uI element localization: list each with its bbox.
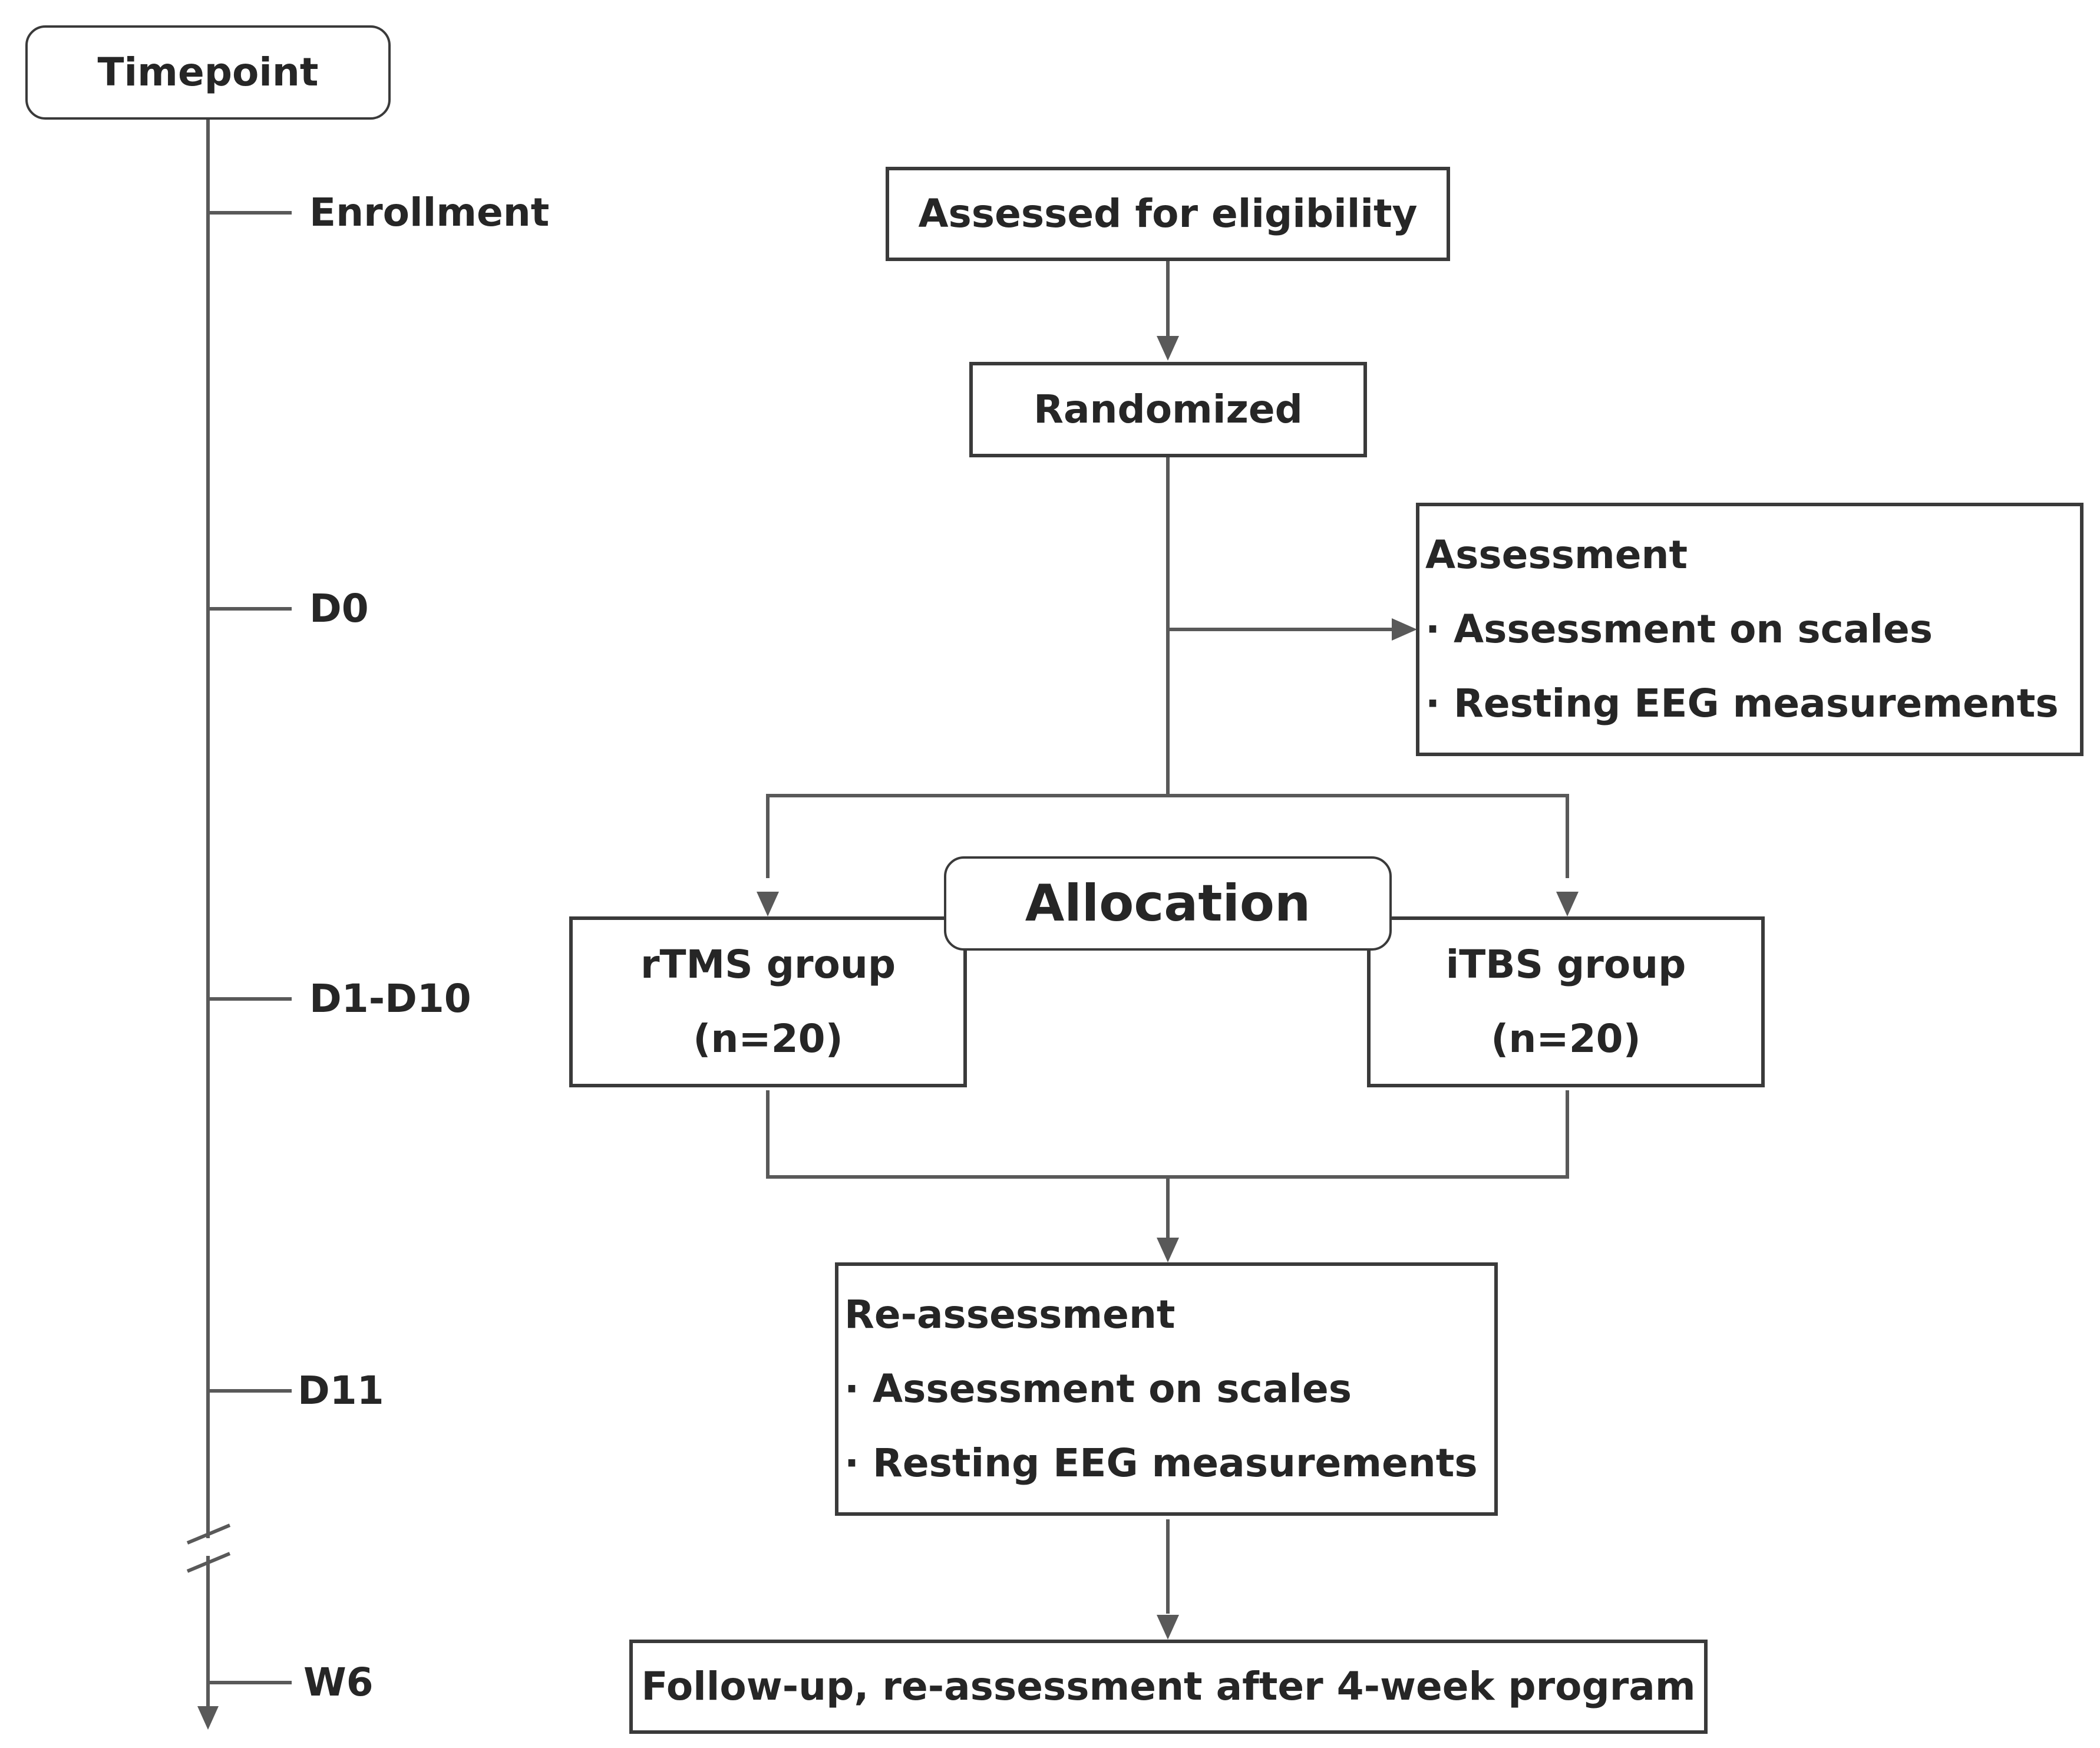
- reassessment-title: Re-assessment: [844, 1292, 1176, 1337]
- assessment-box: Assessment · Assessment on scales · Rest…: [1416, 503, 2084, 756]
- group-name-rtms: rTMS group: [640, 942, 896, 987]
- timepoint-label-d11: D11: [298, 1368, 384, 1413]
- arrowhead: [1556, 892, 1579, 916]
- allocation-label: Allocation: [1025, 874, 1311, 933]
- reassessment-item-scales: · Assessment on scales: [844, 1366, 1352, 1411]
- group-n-rtms: (n=20): [693, 1016, 843, 1061]
- randomized-label: Randomized: [1034, 387, 1303, 432]
- arrowhead: [1392, 618, 1417, 641]
- eligibility-label: Assessed for eligibility: [918, 191, 1418, 236]
- timepoint-label-d1-d10: D1-D10: [309, 976, 471, 1021]
- assessment-item-scales: · Assessment on scales: [1425, 606, 1933, 652]
- arrowhead: [1157, 336, 1179, 361]
- randomized-box: Randomized: [969, 362, 1367, 457]
- connector-merge-groups: [766, 1090, 1569, 1179]
- timepoint-label-enrollment: Enrollment: [309, 190, 550, 235]
- assessment-title: Assessment: [1425, 532, 1688, 578]
- timeline-break-mark: [186, 1552, 231, 1573]
- group-n-itbs: (n=20): [1491, 1016, 1641, 1061]
- timepoint-title: Timepoint: [97, 50, 319, 95]
- group-box-itbs: iTBS group (n=20): [1367, 916, 1765, 1087]
- arrowhead: [1157, 1615, 1179, 1640]
- allocation-box: Allocation: [944, 856, 1392, 951]
- group-name-itbs: iTBS group: [1445, 942, 1686, 987]
- timeline-break-mark: [186, 1523, 231, 1545]
- followup-box: Follow-up, re-assessment after 4-week pr…: [629, 1640, 1708, 1734]
- arrowhead: [197, 1706, 219, 1730]
- eligibility-box: Assessed for eligibility: [886, 167, 1450, 261]
- timepoint-label-w6: W6: [303, 1660, 374, 1705]
- timepoint-box: Timepoint: [25, 25, 391, 120]
- arrowhead: [757, 892, 779, 916]
- group-box-rtms: rTMS group (n=20): [569, 916, 967, 1087]
- assessment-item-eeg: · Resting EEG measurements: [1425, 681, 2059, 726]
- reassessment-item-eeg: · Resting EEG measurements: [844, 1440, 1478, 1486]
- reassessment-box: Re-assessment · Assessment on scales · R…: [835, 1262, 1498, 1516]
- arrowhead: [1157, 1238, 1179, 1262]
- timepoint-label-d0: D0: [309, 586, 369, 631]
- followup-label: Follow-up, re-assessment after 4-week pr…: [641, 1664, 1696, 1709]
